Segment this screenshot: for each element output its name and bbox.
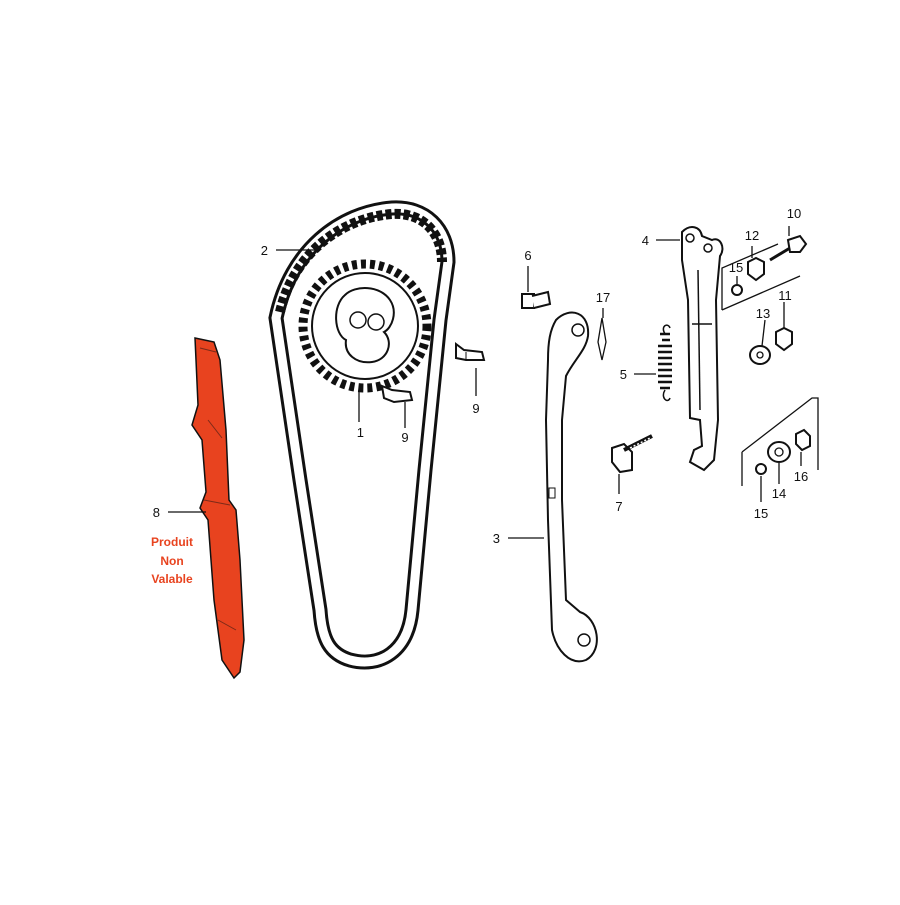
callout-13: 13 xyxy=(756,306,770,321)
part-6-pivot-bolt xyxy=(521,290,552,309)
callout-11: 11 xyxy=(778,288,792,303)
hardware-bracket-lower xyxy=(741,397,819,486)
callout-10: 10 xyxy=(787,206,801,221)
part-7-adjuster-bolt xyxy=(611,434,653,474)
part-5-spring xyxy=(658,324,672,402)
callout-9-upper: 9 xyxy=(472,401,479,416)
part-17-pin xyxy=(597,317,607,361)
callout-7: 7 xyxy=(615,499,622,514)
leader-lines xyxy=(168,226,802,539)
part-14-washer xyxy=(767,441,791,463)
callout-3: 3 xyxy=(493,531,500,546)
part-15-washer-upper xyxy=(731,284,743,296)
callout-14: 14 xyxy=(772,486,786,501)
callout-5: 5 xyxy=(620,367,627,382)
part-4-tensioner-plate xyxy=(681,226,724,472)
callout-6: 6 xyxy=(524,248,531,263)
part-2-cam-chain xyxy=(268,200,456,670)
part-8-chain-guide xyxy=(191,337,245,680)
part-9-bolt-upper xyxy=(455,342,486,361)
callout-12: 12 xyxy=(745,228,759,243)
callout-1: 1 xyxy=(357,425,364,440)
part-1-cam-sprocket xyxy=(298,259,432,393)
callout-15-lower: 15 xyxy=(754,506,768,521)
note-line-3: Valable xyxy=(151,572,193,586)
part-10-bolt xyxy=(769,234,808,262)
part-12-nut xyxy=(747,256,765,282)
part-16-nut xyxy=(795,428,811,452)
part-11-nut xyxy=(775,326,793,352)
note-line-2: Non xyxy=(160,554,183,568)
callout-17: 17 xyxy=(596,290,610,305)
part-15-washer-lower xyxy=(755,463,767,475)
part-9-bolt-lower xyxy=(380,384,414,404)
part-3-tensioner-arm xyxy=(544,311,598,663)
callout-9-lower: 9 xyxy=(401,430,408,445)
part-13-washer xyxy=(749,345,771,365)
callout-2: 2 xyxy=(261,243,268,258)
callout-4: 4 xyxy=(642,233,649,248)
hardware-bracket-upper xyxy=(721,243,801,311)
callout-15-upper: 15 xyxy=(729,260,743,275)
callout-16: 16 xyxy=(794,469,808,484)
note-line-1: Produit xyxy=(151,535,193,549)
callout-8: 8 xyxy=(153,505,160,520)
